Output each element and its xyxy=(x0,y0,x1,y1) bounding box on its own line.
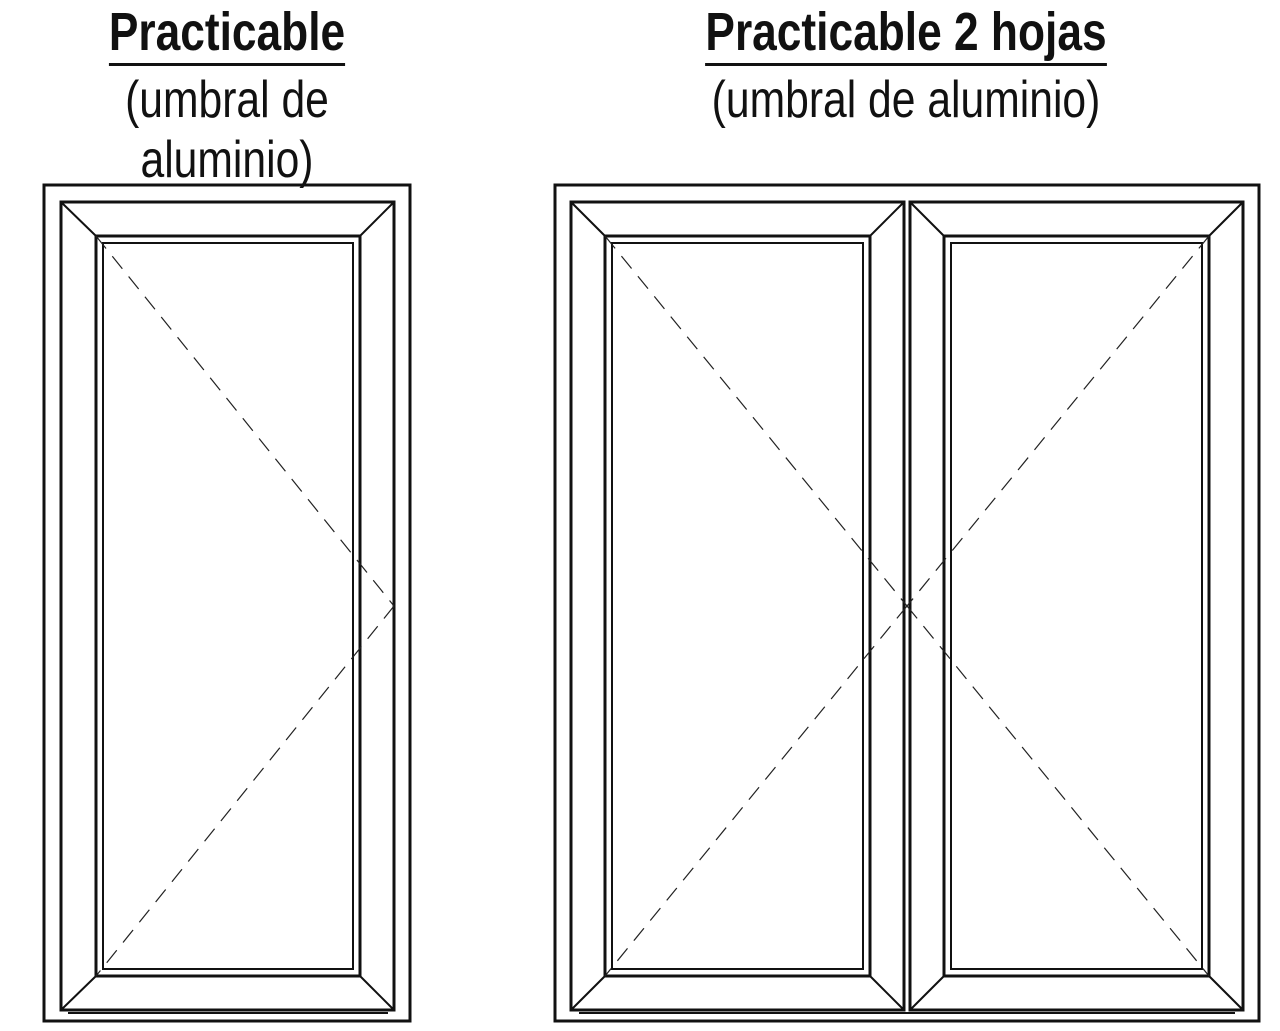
single-door-subtitle: (umbral de aluminio) xyxy=(125,71,329,189)
double-leaf-casement-door-icon xyxy=(553,183,1261,1023)
single-door-caption: Practicable (umbral de aluminio) xyxy=(41,2,413,190)
single-door-glass xyxy=(102,242,354,970)
left-leaf-sash xyxy=(569,200,906,1012)
right-leaf-miter-lines xyxy=(909,201,1244,1011)
single-door-miter-lines xyxy=(60,201,395,1011)
left-leaf-glass xyxy=(611,242,864,970)
double-door-opening-indicator xyxy=(604,235,1210,977)
right-leaf-sash xyxy=(908,200,1245,1012)
left-leaf-bead-outer xyxy=(603,234,872,978)
double-door-title: Practicable 2 hojas xyxy=(655,2,1157,66)
single-leaf-casement-door-icon xyxy=(42,183,412,1023)
right-leaf-bead-outer xyxy=(942,234,1211,978)
right-leaf-glass xyxy=(950,242,1203,970)
double-door-subtitle: (umbral de aluminio) xyxy=(711,71,1101,129)
double-door-caption: Practicable 2 hojas (umbral de aluminio) xyxy=(655,2,1157,130)
single-door-title: Practicable xyxy=(41,2,413,66)
left-leaf-miter-lines xyxy=(570,201,905,1011)
single-door-outer-frame xyxy=(42,183,412,1023)
double-door-outer-frame xyxy=(553,183,1261,1023)
single-door-bead-outer xyxy=(94,234,362,978)
single-door-opening-indicator xyxy=(95,235,395,977)
single-door-sash xyxy=(59,200,396,1012)
